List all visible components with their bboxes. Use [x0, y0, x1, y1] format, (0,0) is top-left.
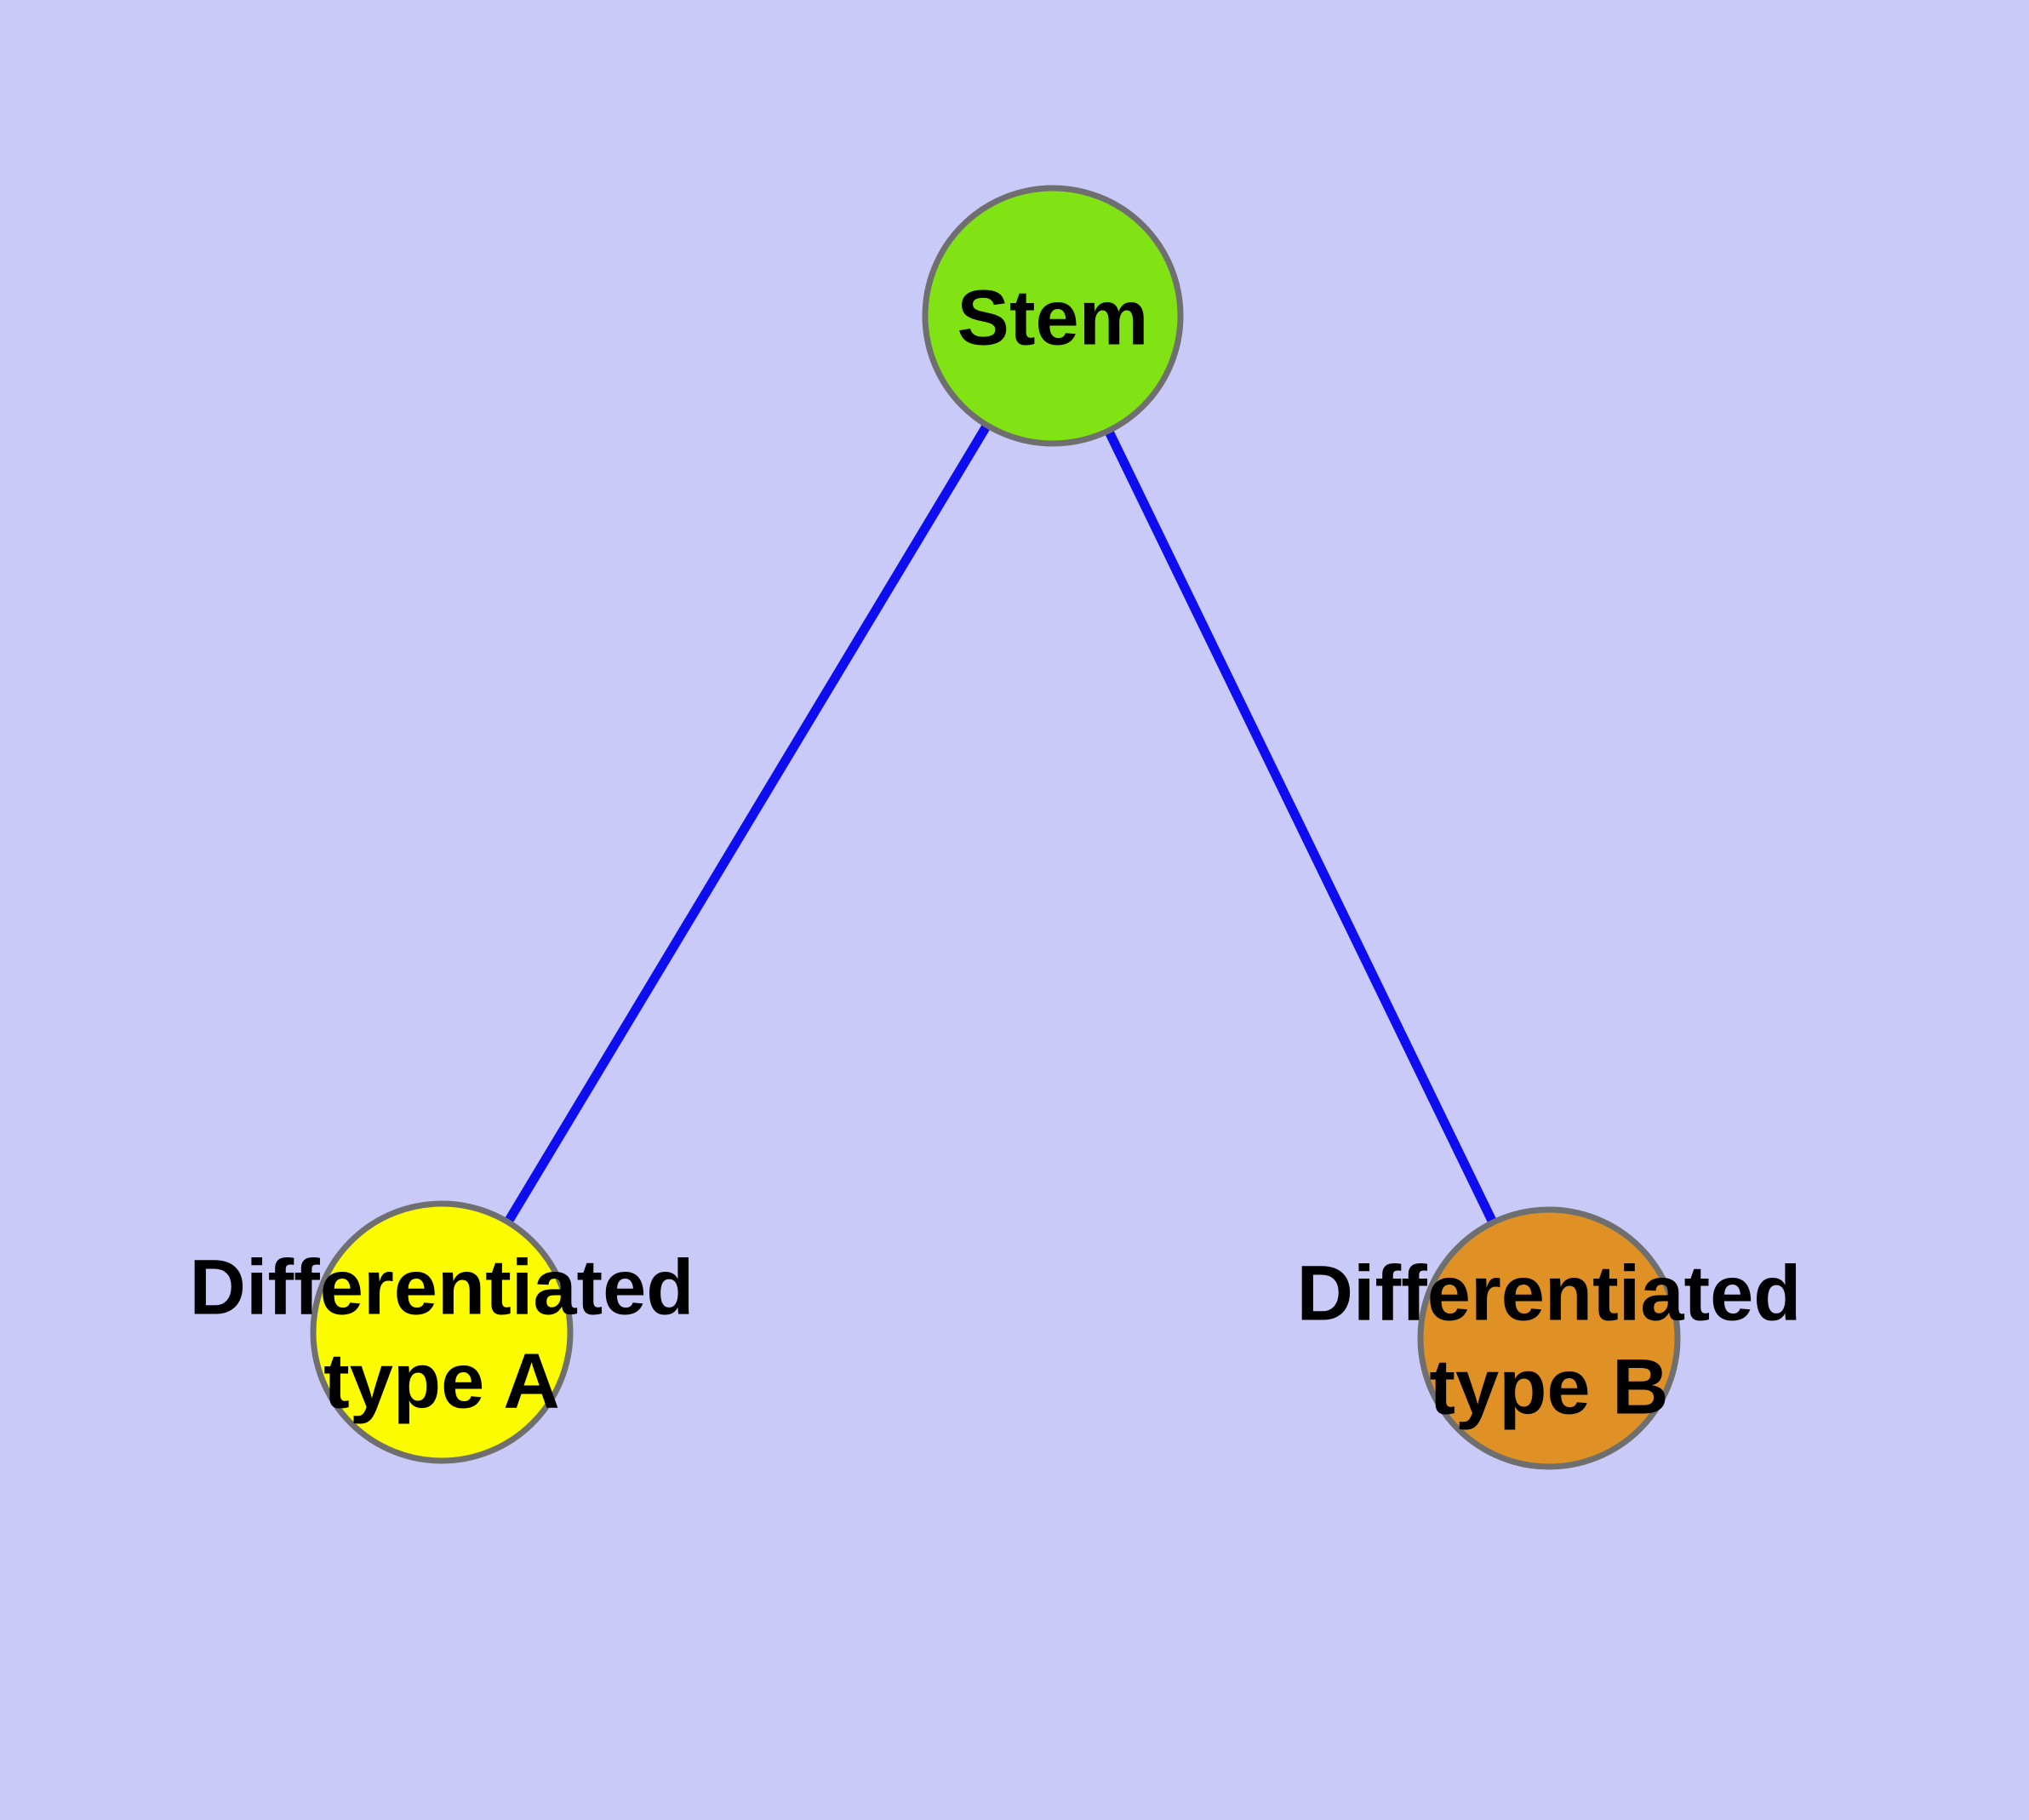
node-circle-stem [922, 185, 1184, 447]
node-circle-diff-a [310, 1200, 574, 1464]
node-label-diff-a-line1: Differentiated [190, 1245, 694, 1331]
edges-layer [437, 313, 1553, 1341]
edge-stem-to-diff-a [437, 313, 1057, 1335]
node-label-diff-a-line2: type A [323, 1338, 560, 1425]
node-label-diff-b-line1: Differentiated [1297, 1251, 1802, 1337]
node-label-stem-line1: Stem [957, 275, 1149, 362]
node-circle-diff-b [1417, 1206, 1681, 1470]
edge-stem-to-diff-b [1049, 313, 1553, 1341]
node-label-diff-b-line2: type B [1429, 1344, 1668, 1431]
nodes-layer [310, 185, 1681, 1470]
